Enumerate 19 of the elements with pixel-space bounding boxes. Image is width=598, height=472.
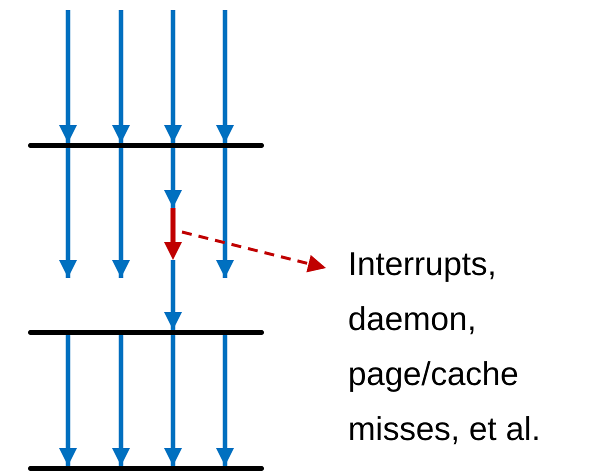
barrier-line bbox=[28, 143, 264, 148]
arrow bbox=[164, 335, 182, 466]
arrow bbox=[216, 10, 234, 143]
arrow bbox=[164, 10, 182, 143]
barrier-line bbox=[28, 466, 264, 471]
arrow bbox=[164, 260, 182, 330]
barrier-line bbox=[28, 330, 264, 335]
delay-arrow bbox=[164, 208, 182, 260]
arrow bbox=[164, 148, 182, 208]
arrow bbox=[59, 335, 77, 466]
arrow bbox=[112, 335, 130, 466]
arrow bbox=[59, 10, 77, 143]
note-text: Interrupts, daemon, page/cache misses, et al. bbox=[348, 244, 542, 449]
arrow bbox=[112, 10, 130, 143]
arrow bbox=[59, 148, 77, 278]
arrow bbox=[112, 148, 130, 278]
dashed-arrow bbox=[182, 230, 326, 272]
arrow bbox=[216, 148, 234, 278]
arrow bbox=[216, 335, 234, 466]
